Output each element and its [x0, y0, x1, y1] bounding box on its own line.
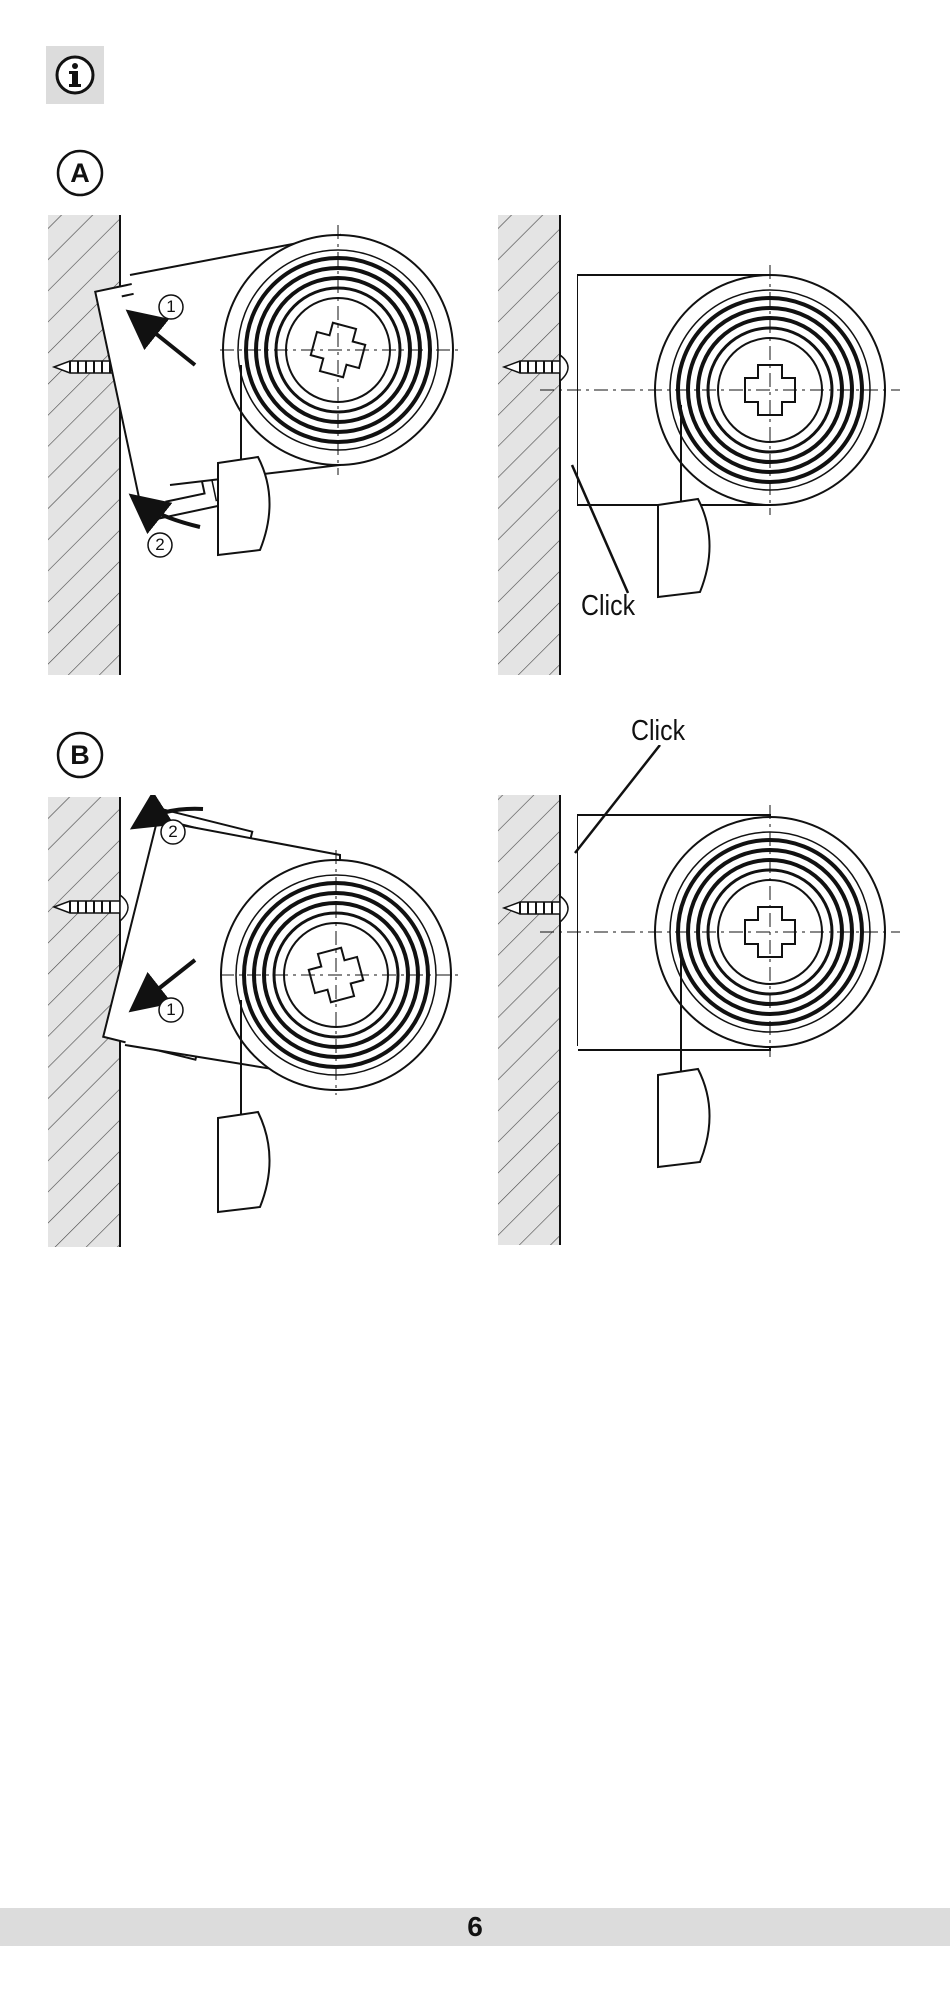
- callout-a-2-text: 2: [146, 531, 174, 559]
- section-a-letter: A: [55, 148, 105, 198]
- page-number: 6: [0, 1908, 950, 1946]
- roller-casing: [540, 805, 900, 1057]
- pull-handle: [218, 457, 270, 555]
- section-b-letter: B: [55, 730, 105, 780]
- section-a-label: A: [55, 148, 105, 198]
- roller-casing: [540, 265, 900, 515]
- click-label-a: Click: [581, 590, 635, 623]
- callout-b-2: 2: [159, 818, 187, 846]
- info-panel: [46, 46, 104, 104]
- callout-a-1-text: 1: [157, 293, 185, 321]
- figure-b-removing: [40, 795, 470, 1250]
- info-icon: [46, 46, 104, 104]
- pull-handle: [658, 1069, 710, 1167]
- figure-a-mounting: [40, 205, 470, 675]
- pull-handle: [658, 499, 710, 597]
- figure-a-mounted: [490, 205, 910, 675]
- figure-b-mounted: [490, 745, 910, 1250]
- section-b-label: B: [55, 730, 105, 780]
- callout-b-2-text: 2: [159, 818, 187, 846]
- callout-a-2: 2: [146, 531, 174, 559]
- callout-a-1: 1: [157, 293, 185, 321]
- callout-b-1-text: 1: [157, 996, 185, 1024]
- click-label-b: Click: [631, 715, 685, 748]
- pull-handle: [218, 1112, 270, 1212]
- footer-bar: 6: [0, 1908, 950, 1946]
- callout-b-1: 1: [157, 996, 185, 1024]
